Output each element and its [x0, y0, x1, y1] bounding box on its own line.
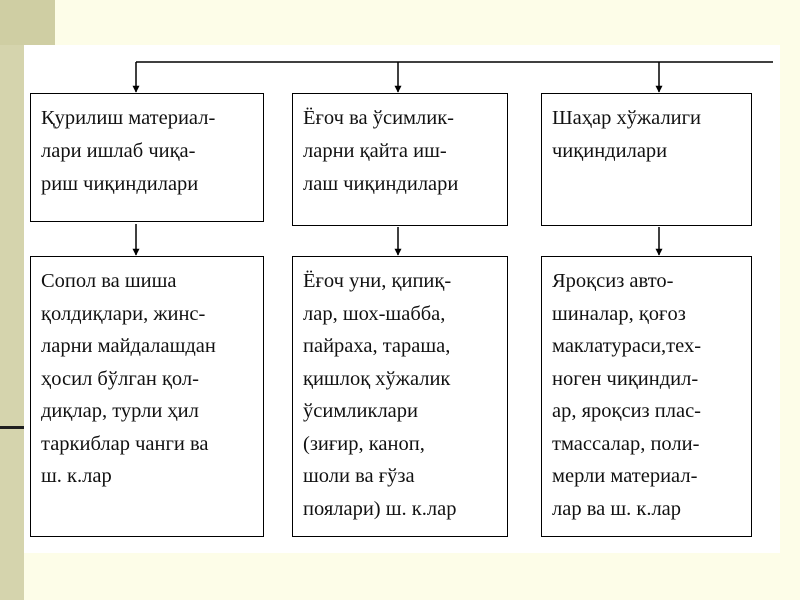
detail-box-municipal-waste: Яроқсиз авто- шиналар, қоғоз маклатураси…: [541, 256, 752, 537]
detail-box-construction-waste: Сопол ва шиша қолдиқлари, жинс- ларни ма…: [30, 256, 264, 537]
left-divider-line: [0, 426, 24, 429]
category-box-municipal-waste: Шаҳар хўжалиги чиқиндилари: [541, 93, 752, 226]
category-box-construction-waste: Қурилиш материал- лари ишлаб чиқа- риш ч…: [30, 93, 264, 222]
detail-box-wood-plant-waste: Ёғоч уни, қипиқ- лар, шох-шабба, пайраха…: [292, 256, 508, 537]
left-accent-band: [0, 0, 24, 600]
top-left-corner-block: [0, 0, 55, 45]
category-box-wood-plant-waste: Ёғоч ва ўсимлик- ларни қайта иш- лаш чиқ…: [292, 93, 508, 226]
